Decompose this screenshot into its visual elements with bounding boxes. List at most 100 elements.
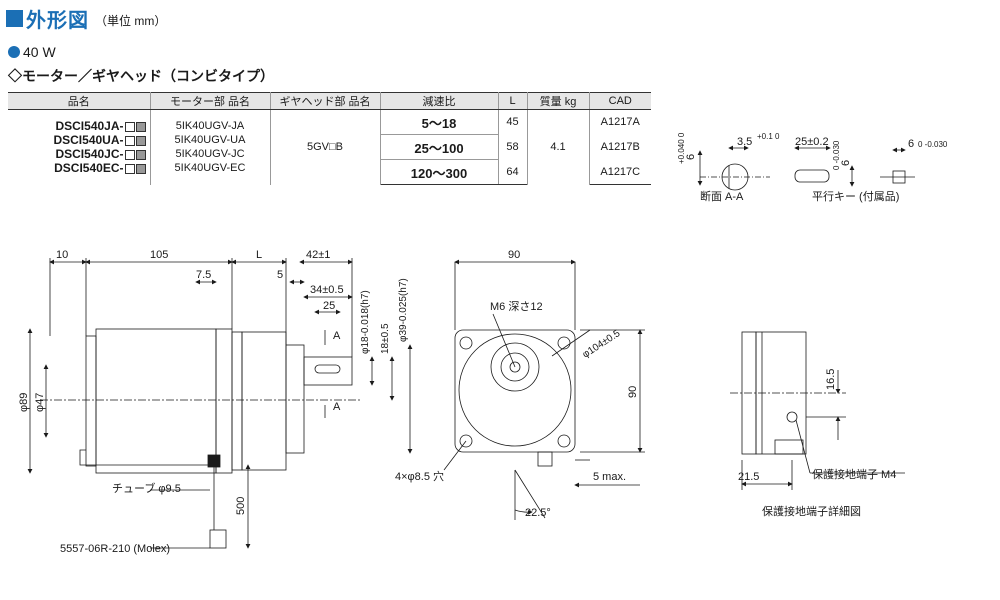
detail-title: 保護接地端子詳細図 (762, 504, 861, 518)
dim-47: φ47 (34, 393, 46, 412)
ratio-cell: 120～300 (380, 159, 499, 185)
key-label: 平行キー (付属品) (812, 190, 899, 203)
mass-cell: 4.1 (526, 109, 590, 185)
col-header: L (497, 92, 528, 110)
cad-cell: A1217A (588, 109, 651, 135)
dim-90-width: 90 (508, 249, 520, 261)
power-rating: 40 W (8, 44, 56, 60)
lead-cable (79, 449, 215, 530)
table-row: 120～300 64 A1217C (8, 159, 651, 185)
header-square-icon (6, 10, 23, 27)
dim-21-5: 21.5 (738, 471, 759, 483)
motor-name: 5IK40UGV-JA (175, 120, 245, 133)
gearhead-flange (231, 331, 243, 471)
cad-cell: A1217C (588, 159, 651, 185)
ground-screw (786, 411, 798, 423)
dim-k6: 6 (685, 154, 697, 160)
bullet-dot-icon (8, 46, 20, 58)
mount-hole (459, 336, 473, 350)
gearhead-boss (285, 344, 305, 454)
l-cell: 45 (497, 109, 528, 135)
motor-body (95, 328, 217, 474)
motor-name: 5IK40UGV-UA (174, 134, 246, 147)
dim-10: 10 (56, 249, 68, 261)
shaft-center (509, 361, 521, 373)
product-name: DSCI540JC- (8, 147, 146, 161)
connector-label: 5557-06R-210 (Molex) (60, 543, 170, 555)
spec-table: 品名 モーター部 品名 ギヤヘッド部 品名 減速比 L 質量 kg CAD DS… (8, 92, 651, 185)
motor-flange (215, 328, 233, 474)
dim-90-height: 90 (627, 386, 639, 398)
table-header-row: 品名 モーター部 品名 ギヤヘッド部 品名 減速比 L 質量 kg CAD (8, 92, 651, 110)
gearhead-body (241, 331, 287, 471)
dim-18h7: φ18-0.018(h7) (360, 290, 371, 354)
mount-hole (459, 434, 473, 448)
table-row: DSCI540JA- DSCI540UA- DSCI540JC- DSCI540… (8, 109, 651, 185)
dim-39h7: φ39-0.025(h7) (398, 278, 409, 342)
section-aa-drawing (697, 145, 770, 191)
dim-34: 34±0.5 (310, 284, 344, 296)
dim-k3-5-tol: +0.1 0 (757, 132, 780, 141)
col-header: モーター部 品名 (149, 92, 271, 110)
cad-cell: A1217B (588, 134, 651, 160)
l-cell: 58 (497, 134, 528, 160)
parallel-key-drawing (794, 145, 915, 187)
power-label: 40 W (23, 44, 56, 60)
cable-exit (537, 451, 553, 467)
holes-label: 4×φ8.5 穴 (395, 469, 444, 483)
gearhead-cell: 5GV□B (269, 109, 381, 185)
dim-18: 18±0.5 (380, 323, 391, 354)
dim-105: 105 (150, 249, 168, 261)
pilot-circle (458, 333, 572, 447)
table-row: 25～100 58 A1217B (8, 134, 651, 160)
side-view (27, 258, 413, 549)
col-header: CAD (588, 92, 651, 110)
dim-k3-5: 3.5 (737, 136, 752, 148)
ratio-cell: 25～100 (380, 134, 499, 160)
ground-terminal-label: 保護接地端子 M4 (812, 467, 896, 481)
shaft-key (314, 364, 341, 374)
col-header: 減速比 (379, 92, 499, 110)
max5-label: 5 max. (593, 471, 626, 483)
dim-k6-tol: +0.040 0 (677, 132, 686, 164)
dim-89: φ89 (18, 393, 30, 412)
dim-104: φ104±0.5 (581, 328, 623, 361)
section-mark-top: A (333, 330, 341, 342)
dim-k6c: 6 (908, 138, 914, 150)
dim-5: 5 (277, 269, 283, 281)
m6-label: M6 深さ12 (490, 300, 543, 313)
dim-500: 500 (235, 497, 247, 515)
unit-label: （単位 mm） (95, 14, 167, 28)
ground-bracket (774, 439, 804, 455)
ground-detail-view (730, 331, 905, 490)
key-side-shape (794, 169, 830, 183)
section-aa-label: 断面 A-A (700, 189, 744, 203)
mount-hole (557, 434, 571, 448)
dim-L: L (256, 249, 262, 261)
output-shaft (303, 356, 353, 386)
tube-label: チューブ φ9.5 (112, 481, 181, 495)
angle-label: 22.5° (525, 507, 551, 519)
product-name: DSCI540EC- (8, 161, 146, 175)
connector-body (209, 529, 227, 549)
ratio-cell: 5～18 (379, 109, 499, 135)
section-title: 外形図 (26, 10, 89, 32)
front-view (443, 259, 645, 520)
dim-42: 42±1 (306, 249, 330, 261)
col-header: 質量 kg (526, 92, 590, 110)
col-header: 品名 (8, 92, 151, 110)
section-header: 外形図 （単位 mm） (6, 4, 166, 33)
dim-k6b-tol: 0 -0.030 (832, 140, 841, 170)
gearhead-face (454, 329, 576, 453)
product-name: DSCI540JA- (8, 119, 146, 133)
section-mark-bottom: A (333, 401, 341, 413)
boss-circle (490, 342, 540, 392)
motor-end-cap (85, 335, 97, 467)
dim-25: 25 (323, 300, 335, 312)
cable-grommet (207, 454, 221, 468)
product-name: DSCI540UA- (8, 133, 146, 147)
dim-7-5: 7.5 (196, 269, 211, 281)
mount-hole (557, 336, 571, 350)
shaft-circle (500, 352, 530, 382)
